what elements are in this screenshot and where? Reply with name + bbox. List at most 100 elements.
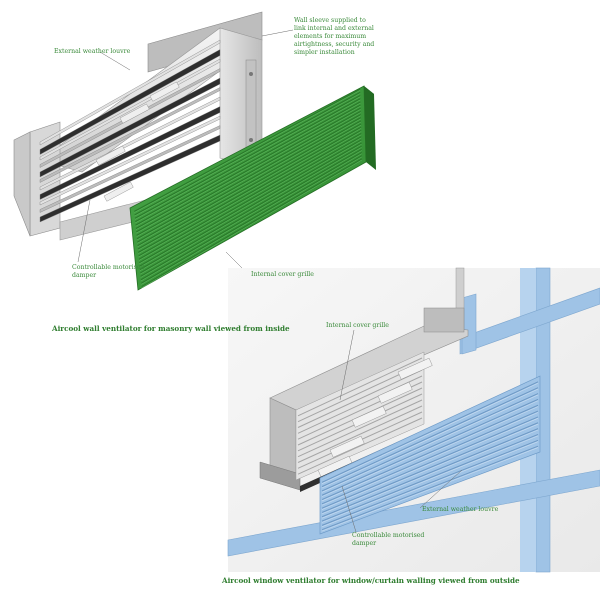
label-controllable-damper: Controllable motorised damper bbox=[72, 264, 145, 279]
leader-line-window-louvre bbox=[419, 469, 463, 509]
leader-line-louvre bbox=[99, 51, 131, 71]
label-window-external-weather-louvre: External weather louvre bbox=[422, 506, 499, 513]
caption-window-ventilator: Aircool window ventilator for window/cur… bbox=[222, 576, 520, 585]
grille-slat bbox=[140, 152, 363, 281]
window-ventilator-illustration bbox=[227, 267, 600, 573]
louvre-slat-highlight bbox=[321, 412, 539, 506]
grille-slat bbox=[138, 126, 362, 253]
transom-profile bbox=[423, 307, 465, 333]
damper-blade bbox=[397, 357, 433, 380]
louvre-slat-highlight bbox=[321, 406, 539, 502]
grille-slat-highlight bbox=[137, 118, 361, 244]
grille-slat-highlight bbox=[139, 143, 362, 271]
louvre-slat bbox=[321, 387, 539, 488]
internal-slat bbox=[297, 417, 423, 475]
louvre-slat-highlight bbox=[321, 423, 539, 515]
external-weather-louvre bbox=[319, 375, 541, 535]
louvre-slat bbox=[321, 381, 539, 483]
louvre-blade bbox=[39, 39, 221, 146]
louvre-slat-highlight bbox=[321, 447, 539, 532]
external-louvre-slats bbox=[321, 381, 539, 532]
louvre-slat-highlight bbox=[321, 418, 539, 510]
label-external-weather-louvre: External weather louvre bbox=[54, 48, 131, 55]
grille-slat bbox=[139, 142, 362, 270]
louvre-slat bbox=[321, 439, 539, 526]
grille-slat-highlight bbox=[135, 105, 361, 230]
grille-slat-highlight bbox=[140, 153, 362, 282]
grille-slat-highlight bbox=[137, 124, 362, 251]
blade-clip bbox=[119, 103, 150, 124]
damper-blade bbox=[39, 106, 221, 200]
grille-slat-highlight bbox=[137, 121, 362, 248]
label-wall-sleeve: Wall sleeve supplied to link internal an… bbox=[294, 17, 375, 56]
grille-slat bbox=[139, 136, 362, 264]
grille-slat bbox=[140, 145, 362, 274]
leader-line-window-damper bbox=[341, 485, 357, 533]
grille-slat-highlight bbox=[136, 109, 361, 234]
louvre-blade bbox=[39, 96, 221, 191]
grille-slat bbox=[140, 148, 362, 277]
grille-slat-highlight bbox=[134, 90, 361, 213]
blade-clip bbox=[103, 181, 134, 202]
grille-slat-highlight bbox=[140, 147, 362, 275]
grille-slat-highlight bbox=[134, 93, 361, 217]
leader-line-window-grille bbox=[339, 329, 355, 401]
grille-slat-highlight bbox=[136, 115, 361, 241]
louvre-slat-highlight bbox=[321, 388, 539, 489]
grille-slat bbox=[134, 95, 361, 219]
grille-slat bbox=[137, 123, 362, 250]
louvre-slat bbox=[321, 393, 539, 492]
louvre-slat-highlight bbox=[321, 382, 539, 484]
grille-slat-highlight bbox=[139, 137, 362, 265]
louvre-slat-highlight bbox=[321, 400, 539, 497]
grille-slat bbox=[135, 104, 361, 229]
damper-blade bbox=[329, 435, 365, 458]
grille-slat bbox=[135, 101, 361, 226]
louvre-slat bbox=[321, 422, 539, 513]
bracket-screw bbox=[249, 138, 253, 142]
grille-slat bbox=[134, 91, 361, 216]
internal-slat bbox=[297, 405, 423, 463]
grille-slat bbox=[139, 139, 362, 267]
grille-slat-highlight bbox=[134, 96, 361, 220]
damper-blade bbox=[377, 381, 413, 404]
internal-slat bbox=[297, 357, 423, 417]
grille-slat bbox=[138, 129, 362, 257]
louvre-blade bbox=[39, 125, 221, 213]
grille-slat-highlight bbox=[138, 134, 362, 261]
internal-slat bbox=[297, 399, 423, 458]
louvre-blade bbox=[39, 87, 221, 183]
label-window-internal-cover-grille: Internal cover grille bbox=[326, 322, 389, 329]
caption-wall-ventilator: Aircool wall ventilator for masonry wall… bbox=[52, 324, 290, 333]
grille-slat bbox=[138, 133, 362, 260]
grille-slat-highlight bbox=[140, 150, 362, 278]
damper-blade bbox=[39, 134, 221, 223]
internal-slat bbox=[297, 369, 423, 428]
grille-slat bbox=[136, 114, 362, 240]
damper-blade bbox=[39, 77, 221, 178]
wall-sleeve-flange bbox=[13, 131, 31, 237]
louvre-slat-highlight bbox=[321, 435, 539, 523]
leader-line-sleeve bbox=[261, 29, 294, 37]
louvre-slat-highlight bbox=[321, 394, 539, 493]
grille-slat bbox=[136, 110, 361, 236]
louvre-slat bbox=[321, 416, 539, 509]
grille-slats bbox=[134, 88, 363, 288]
grille-slat-highlight bbox=[138, 128, 362, 254]
louvre-slat bbox=[321, 410, 539, 505]
louvre-slat bbox=[321, 398, 539, 496]
grille-slat-highlight bbox=[139, 140, 362, 268]
grille-slat bbox=[137, 120, 362, 247]
louvre-slat bbox=[321, 428, 539, 518]
curtain-wall-transom-upper bbox=[459, 287, 600, 355]
louvre-slat-highlight bbox=[321, 429, 539, 519]
blade-clip bbox=[95, 145, 126, 166]
louvre-slat bbox=[321, 445, 539, 531]
grille-slat bbox=[136, 107, 361, 233]
grille-slat-highlight bbox=[138, 131, 362, 258]
grille-slat bbox=[137, 117, 362, 243]
wall-ventilator-illustration bbox=[13, 11, 376, 291]
grille-slat bbox=[141, 158, 363, 288]
louvre-blade bbox=[39, 115, 221, 206]
